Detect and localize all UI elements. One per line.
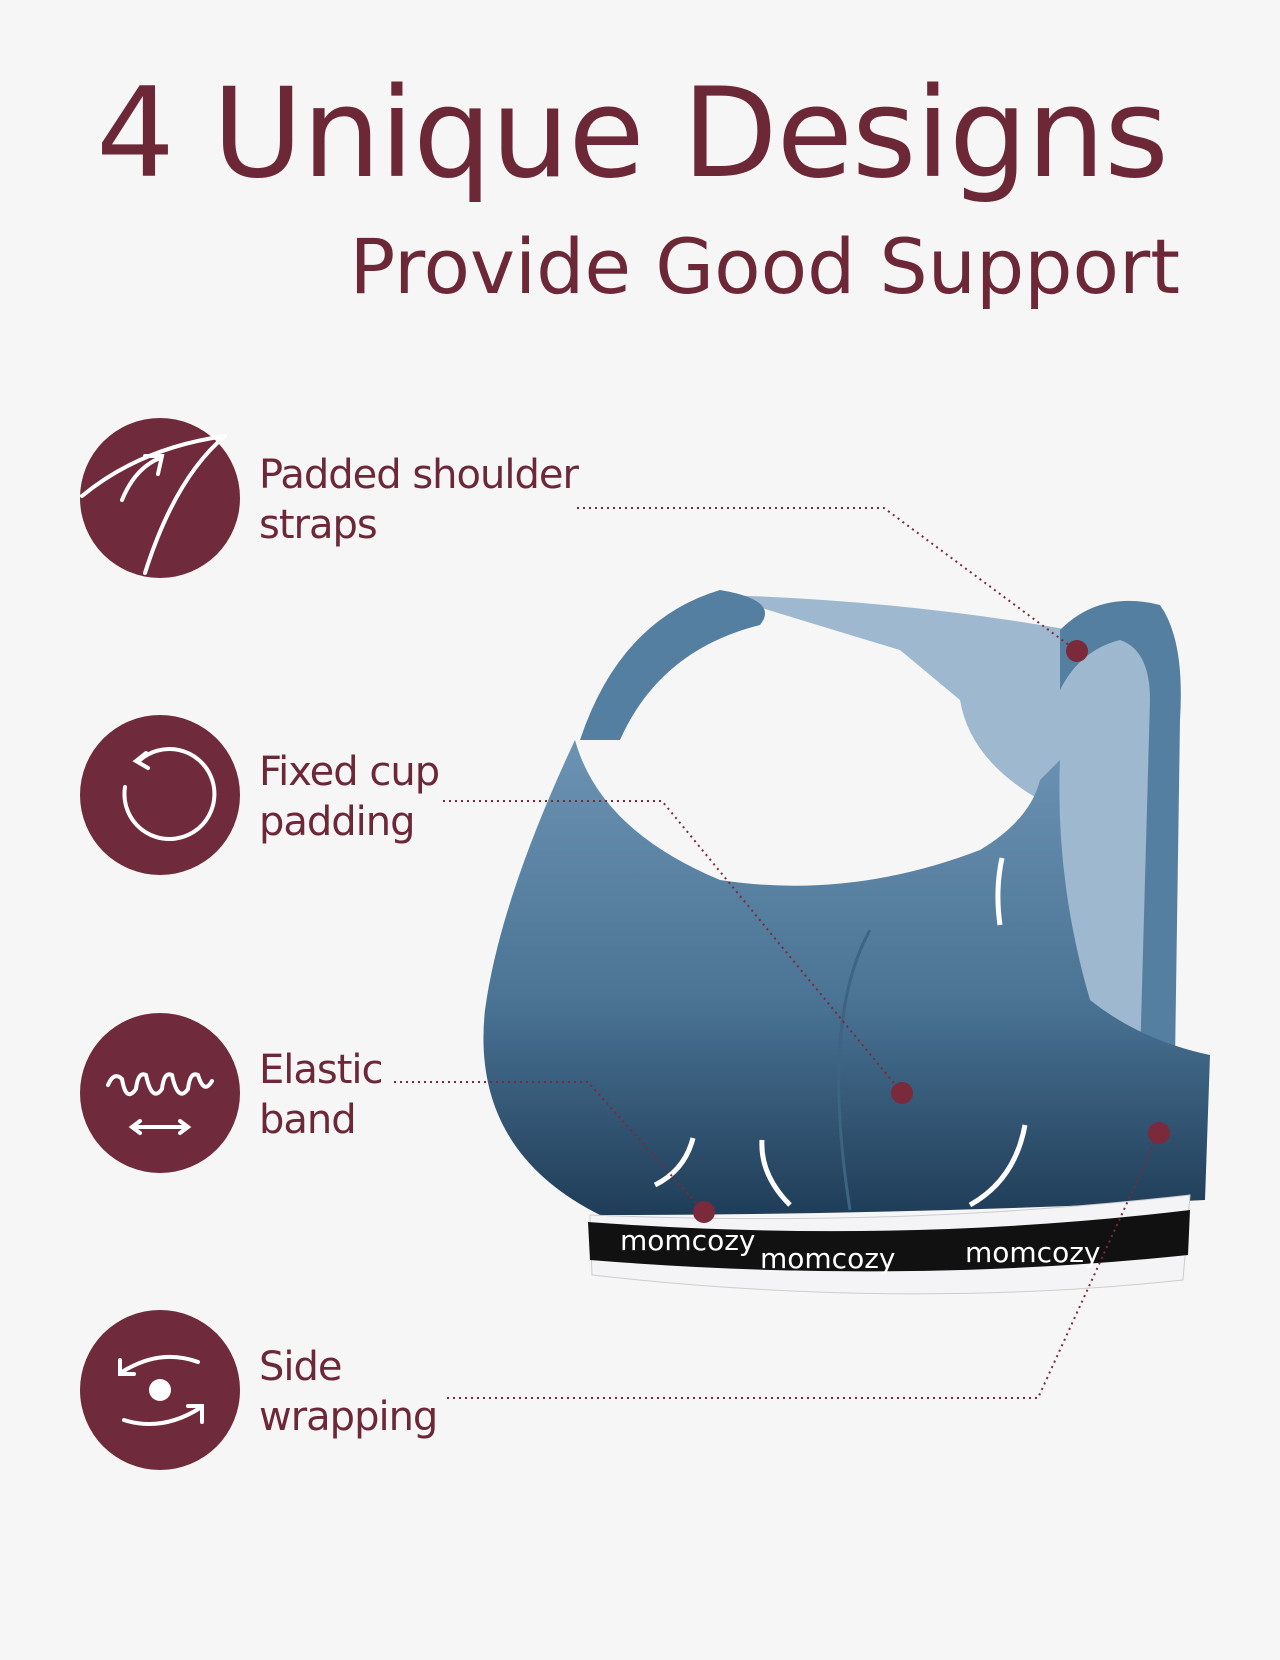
- callout-dot-band: [693, 1201, 715, 1223]
- page-subtitle: Provide Good Support: [349, 222, 1180, 311]
- feature-label: wrapping: [259, 1394, 438, 1440]
- feature-label: Elastic: [259, 1047, 384, 1093]
- brand-text: momcozy: [760, 1242, 895, 1275]
- callout-dot-side: [1148, 1122, 1170, 1144]
- feature-label: straps: [259, 502, 378, 548]
- feature-label: padding: [259, 799, 416, 845]
- band-stripe: [588, 1210, 1190, 1272]
- callout-line-cup: [443, 800, 903, 1094]
- right-strap: [1060, 600, 1181, 1060]
- lift-arrows: [653, 857, 1028, 1208]
- strap-arrow-icon: [80, 418, 240, 578]
- feature-label: Side: [259, 1344, 343, 1390]
- callout-dot-cup: [891, 1082, 913, 1104]
- left-strap: [580, 590, 765, 740]
- callout-dot-straps: [1066, 640, 1088, 662]
- rotate-wrap-icon: [80, 1310, 240, 1470]
- feature-label: Fixed cup: [259, 749, 440, 795]
- cup-seam: [837, 929, 872, 1211]
- wave-stretch-icon: [80, 1013, 240, 1173]
- callout-line-straps: [577, 507, 1078, 652]
- feature-label: band: [259, 1097, 357, 1143]
- callout-line-band: [394, 1081, 705, 1213]
- feature-label: Padded shoulder: [259, 452, 579, 498]
- circular-arrow-icon: [80, 715, 240, 875]
- brand-text: momcozy: [965, 1236, 1100, 1269]
- brand-text: momcozy: [620, 1224, 755, 1257]
- bra-body: [483, 740, 1211, 1215]
- page-title: 4 Unique Designs: [96, 62, 1169, 206]
